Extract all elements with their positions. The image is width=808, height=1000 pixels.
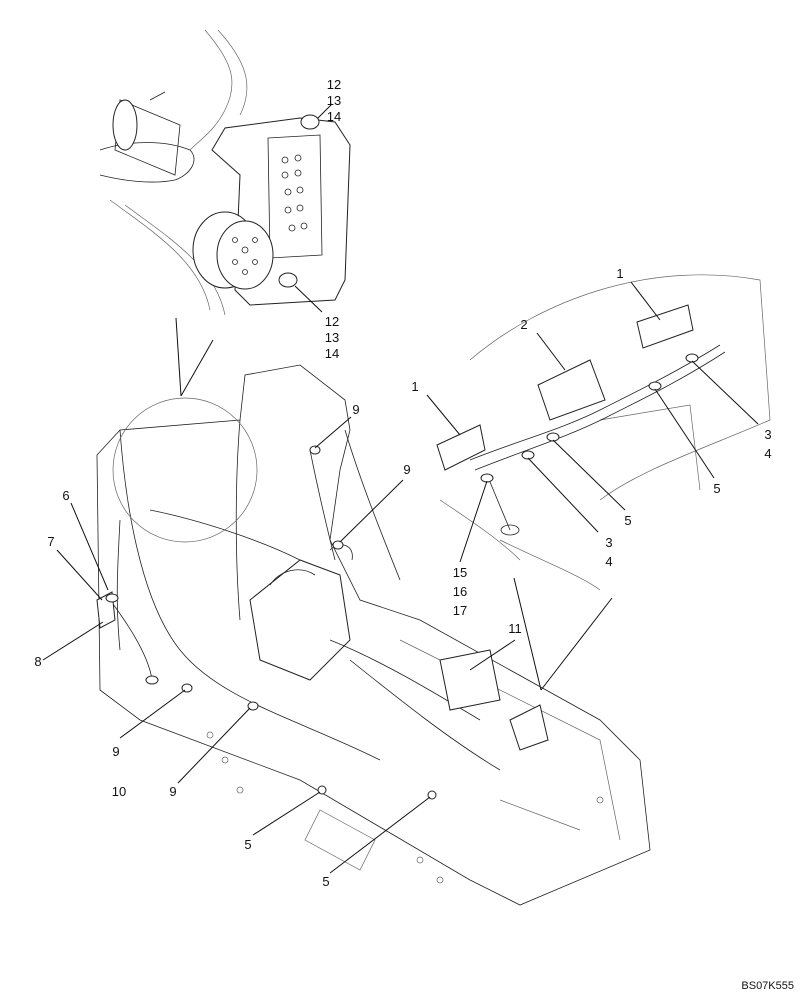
callout-5-right: 5 <box>713 481 720 496</box>
callout-2: 2 <box>520 317 527 332</box>
callout-9-left: 9 <box>112 744 119 759</box>
callout-9-bottom: 9 <box>169 784 176 799</box>
callout-4-right: 4 <box>764 446 771 461</box>
callout-5-left: 5 <box>244 837 251 852</box>
callout-1-right: 1 <box>616 266 623 281</box>
callout-12-bottom: 12 <box>325 314 339 329</box>
callout-labels: 12 13 14 12 13 14 1 2 1 3 4 5 5 3 4 15 1… <box>34 77 771 889</box>
callout-16: 16 <box>453 584 467 599</box>
callout-3-right: 3 <box>764 427 771 442</box>
callout-14-top: 14 <box>327 109 341 124</box>
callout-3-middle: 3 <box>605 535 612 550</box>
callout-7: 7 <box>47 534 54 549</box>
callout-15: 15 <box>453 565 467 580</box>
callout-10: 10 <box>112 784 126 799</box>
callout-13-top: 13 <box>327 93 341 108</box>
callout-11: 11 <box>508 621 522 636</box>
callout-9-top: 9 <box>352 402 359 417</box>
callout-5-bottom: 5 <box>322 874 329 889</box>
callout-6: 6 <box>62 488 69 503</box>
connector-detail-view <box>99 29 351 316</box>
callout-13-bottom: 13 <box>325 330 339 345</box>
detail-pointer <box>175 317 214 397</box>
chassis-main-view <box>42 364 651 906</box>
reference-code: BS07K555 <box>741 980 794 992</box>
callout-14-bottom: 14 <box>325 346 339 361</box>
callout-12-top: 12 <box>327 77 341 92</box>
callout-9-engine: 9 <box>403 462 410 477</box>
callout-1-left: 1 <box>411 379 418 394</box>
callout-17: 17 <box>453 603 467 618</box>
harness-detail-view <box>426 274 771 691</box>
callout-8: 8 <box>34 654 41 669</box>
callout-4-middle: 4 <box>605 554 612 569</box>
callout-5-middle: 5 <box>624 513 631 528</box>
